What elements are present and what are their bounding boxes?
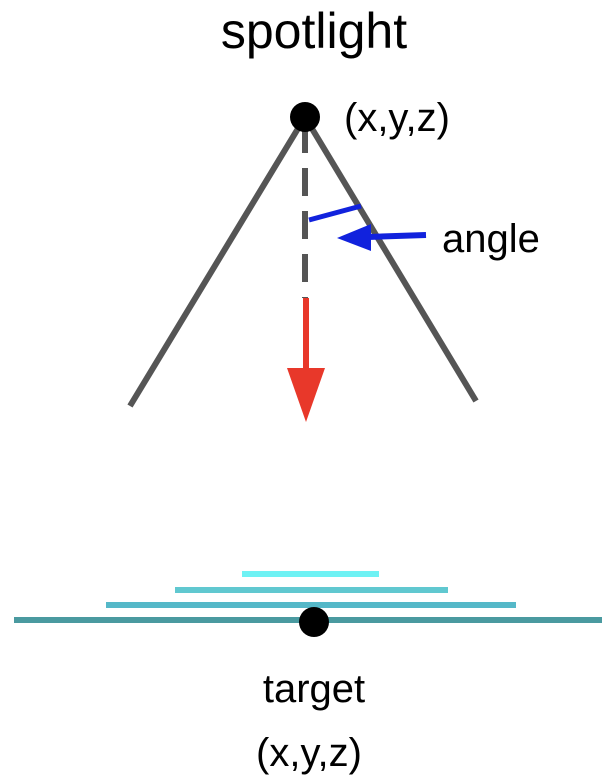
direction-arrow-icon — [287, 298, 325, 422]
target-position-label: (x,y,z) — [256, 731, 362, 775]
angle-marker — [308, 203, 362, 223]
source-point-icon — [290, 102, 320, 132]
angle-pointer-arrow-icon — [337, 224, 427, 251]
source-position-label: (x,y,z) — [344, 96, 450, 140]
target-label: target — [263, 667, 365, 711]
target-point-icon — [299, 607, 329, 637]
cone-right-edge — [302, 115, 479, 403]
diagram-title: spotlight — [221, 3, 407, 59]
cone-left-edge — [127, 115, 308, 408]
angle-label: angle — [442, 217, 540, 261]
